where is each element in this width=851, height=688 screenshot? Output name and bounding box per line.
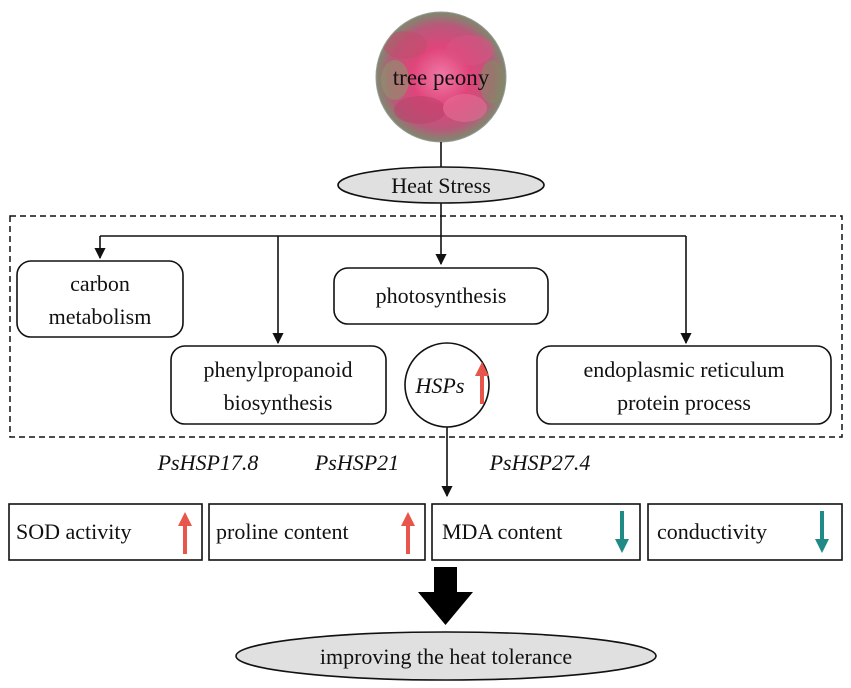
tree-peony-label: tree peony: [393, 65, 490, 90]
phenylpropanoid-line1: phenylpropanoid: [203, 357, 352, 382]
tree-peony-image: [375, 11, 507, 143]
indicator-sod-label: SOD activity: [16, 519, 132, 544]
hsps-label: HSPs: [415, 373, 465, 398]
indicator-proline-label: proline content: [216, 519, 349, 544]
er-protein-box: endoplasmic reticulum protein process: [536, 345, 832, 425]
photosynthesis-label: photosynthesis: [376, 283, 507, 308]
gene-label-1: PsHSP17.8: [157, 450, 259, 475]
down-arrow-icon: [815, 511, 829, 553]
er-protein-line2: protein process: [617, 390, 751, 415]
indicator-proline: proline content: [208, 503, 426, 561]
heat-stress-label: Heat Stress: [391, 173, 491, 198]
hsps-up-arrow-icon: [475, 362, 489, 404]
er-protein-line1: endoplasmic reticulum: [584, 357, 785, 382]
indicator-mda: MDA content: [431, 503, 641, 561]
process-frame: [9, 215, 843, 438]
photosynthesis-box: photosynthesis: [333, 267, 549, 325]
carbon-metabolism-line2: metabolism: [49, 304, 152, 329]
indicator-conductivity-label: conductivity: [657, 519, 767, 544]
gene-label-2: PsHSP21: [314, 450, 399, 475]
outcome-node: [235, 631, 657, 681]
carbon-metabolism-box: carbon metabolism: [16, 260, 184, 338]
phenylpropanoid-line2: biosynthesis: [224, 390, 333, 415]
gene-label-3: PsHSP27.4: [489, 450, 591, 475]
phenylpropanoid-box: phenylpropanoid biosynthesis: [170, 345, 387, 425]
hsps-node: HSPs: [404, 342, 490, 428]
up-arrow-icon: [178, 512, 192, 554]
down-arrow-icon: [615, 511, 629, 553]
outcome-label: improving the heat tolerance: [320, 644, 572, 669]
big-down-arrow-icon: [418, 567, 473, 625]
indicator-sod: SOD activity: [8, 503, 203, 561]
up-arrow-icon: [401, 512, 415, 554]
indicator-mda-label: MDA content: [442, 519, 562, 544]
carbon-metabolism-line1: carbon: [70, 271, 130, 296]
indicator-conductivity: conductivity: [647, 503, 843, 561]
branch-connectors: [94, 203, 692, 345]
